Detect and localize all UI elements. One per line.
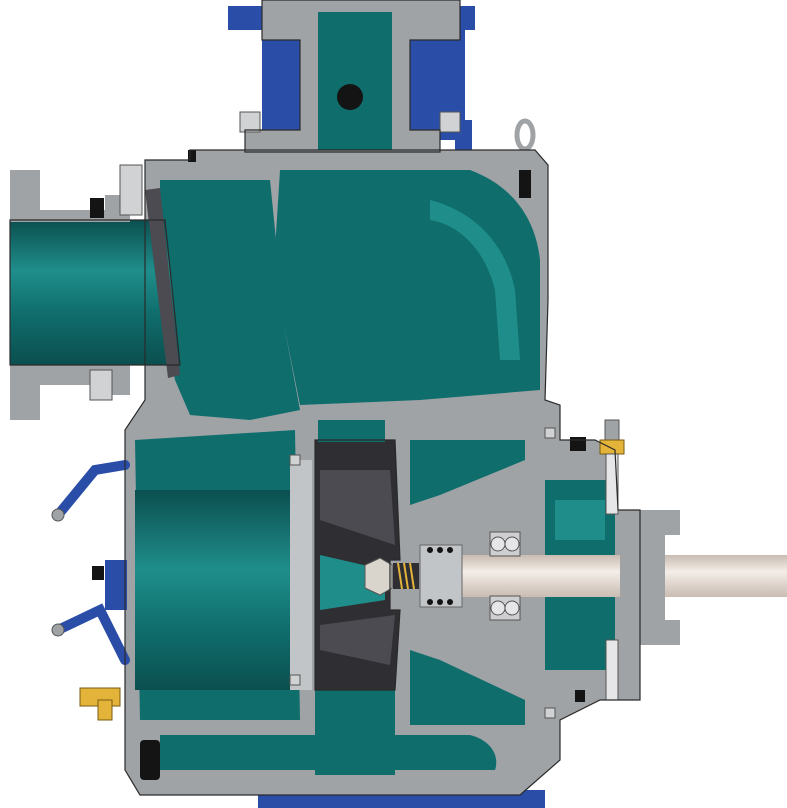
- blue-handle-lower: [53, 603, 130, 665]
- volute-bolts: [289, 427, 556, 719]
- seal-o-rings: [427, 547, 453, 605]
- handle-knob-upper: [51, 508, 65, 522]
- blue-handle-upper: [53, 460, 130, 520]
- brass-fitting-left: [79, 687, 121, 721]
- bearing-left: [489, 531, 521, 621]
- bottom-passage: [160, 735, 497, 770]
- bolt-icon: [90, 150, 586, 780]
- impeller-vane-top: [320, 470, 395, 545]
- end-cap: [620, 510, 680, 645]
- blue-hinge-block: [105, 560, 127, 610]
- upper-volute-highlight: [430, 200, 520, 360]
- shaft: [420, 555, 787, 597]
- seal-seat: [419, 544, 463, 608]
- discharge-passage: [318, 12, 392, 150]
- check-valve-flap: [145, 188, 180, 378]
- seal-spring: [393, 562, 419, 590]
- seal-chamber-upper: [410, 440, 525, 505]
- discharge-port-hole: [337, 84, 363, 110]
- section-outlines: [9, 0, 641, 796]
- handle-knob-lower: [51, 623, 65, 637]
- left-chamber: [160, 180, 300, 420]
- wear-plate: [290, 460, 312, 690]
- seal-chamber-lower: [410, 650, 525, 725]
- impeller-vane-bottom: [320, 615, 395, 665]
- top-blue-flange-left: [228, 6, 262, 30]
- lifting-eye-icon: [514, 118, 536, 198]
- bearing-housing-inner: [555, 500, 605, 540]
- top-blue-support-right: [400, 12, 465, 140]
- impeller-nut: [364, 557, 393, 596]
- suction-flange: [10, 170, 130, 222]
- suction-pipe: [10, 220, 180, 365]
- top-bolts: [89, 111, 461, 401]
- wear-plate-cylinder: [135, 490, 295, 690]
- brass-fitting-right: [599, 419, 625, 701]
- volute-ring-top: [318, 420, 385, 442]
